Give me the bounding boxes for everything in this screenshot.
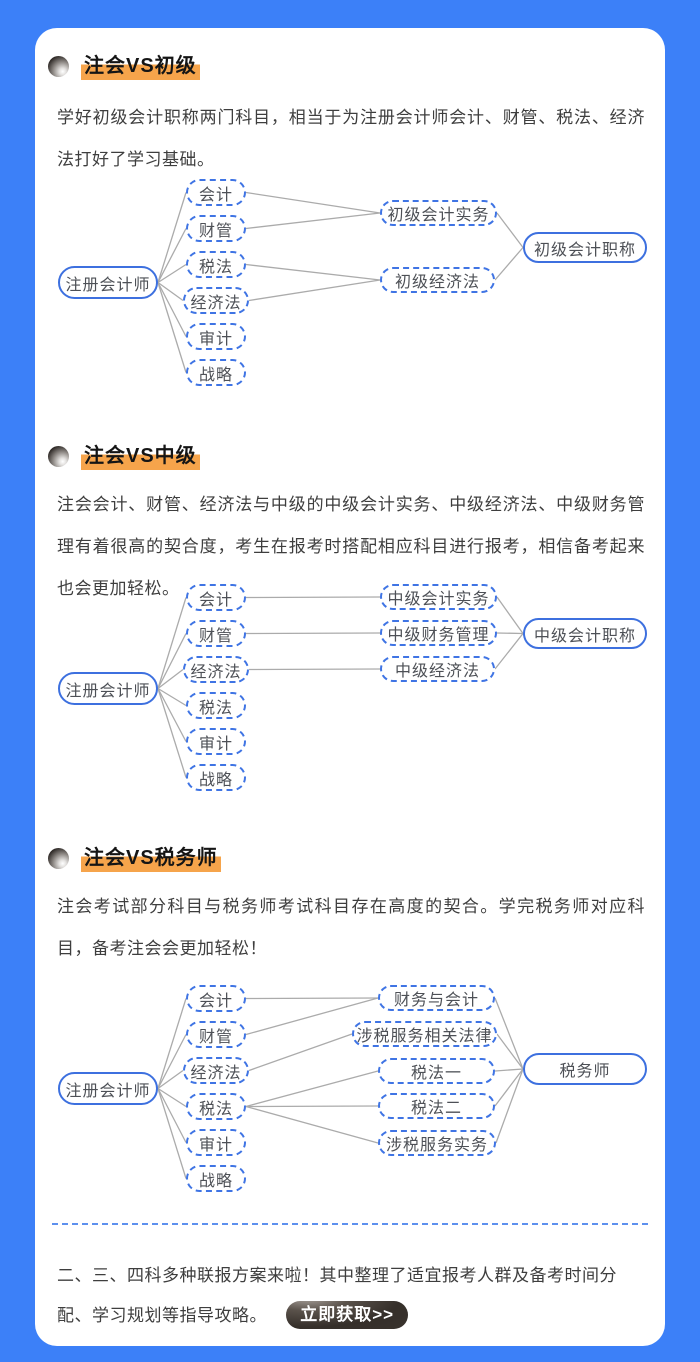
footer-text-block: 二、三、四科多种联报方案来啦！其中整理了适宜报考人群及备考时间分配、学习规划等指… <box>57 1256 645 1336</box>
footer-text: 二、三、四科多种联报方案来啦！其中整理了适宜报考人群及备考时间分配、学习规划等指… <box>57 1266 617 1325</box>
diagram-node-zjsw: 中级会计实务 <box>380 584 497 610</box>
diagram-cpa-vs-shuiwushi: 注册会计师 会计财管经济法税法审计战略 财务与会计涉税服务相关法律税法一税法二涉税服… <box>35 965 665 1205</box>
diagram-node-sf: 税法 <box>186 1093 246 1120</box>
diagram-node-sws: 税务师 <box>523 1053 647 1085</box>
diagram-node-cg: 财管 <box>186 1021 246 1048</box>
diagram-node-jjf: 经济法 <box>183 287 249 314</box>
diagram-node-zjzc: 中级会计职称 <box>523 618 647 649</box>
section-paragraph: 注会考试部分科目与税务师考试科目存在高度的契合。学完税务师对应科目，备考注会会更… <box>57 897 645 958</box>
diagram-node-sf1: 税法一 <box>378 1058 495 1084</box>
diagram-node-ssfl: 涉税服务相关法律 <box>352 1021 497 1047</box>
diagram-node-zl: 战略 <box>186 1165 246 1192</box>
section-title: 注会VS税务师 <box>81 845 221 872</box>
diagram-node-sj: 审计 <box>186 728 246 755</box>
diagram-node-cg: 财管 <box>186 215 246 242</box>
diagram-node-kj: 会计 <box>186 179 246 206</box>
diagram-node-sf: 税法 <box>186 692 246 719</box>
sphere-bullet-icon <box>48 848 69 869</box>
dashed-divider <box>52 1223 648 1225</box>
section-title: 注会VS初级 <box>81 53 200 80</box>
section-paragraph: 注会会计、财管、经济法与中级的中级会计实务、中级经济法、中级财务管理有着很高的契… <box>57 495 645 598</box>
diagram-node-ssfwsw: 涉税服务实务 <box>378 1130 496 1156</box>
diagram-cpa-vs-zhongji: 注册会计师 会计财管经济法税法审计战略 中级会计实务中级财务管理中级经济法 中级会计职… <box>35 570 665 810</box>
diagram-node-sj: 审计 <box>186 1129 246 1156</box>
content-card: 注会VS初级 学好初级会计职称两门科目，相当于为注册会计师会计、财管、税法、经济… <box>35 28 665 1346</box>
diagram-node-cjzc: 初级会计职称 <box>523 232 647 263</box>
get-now-button[interactable]: 立即获取>> <box>286 1300 409 1329</box>
diagram-node-sf: 税法 <box>186 251 246 278</box>
section-header-zhongji: 注会VS中级 <box>48 443 200 470</box>
diagram-node-zl: 战略 <box>186 764 246 791</box>
diagram-node-cg: 财管 <box>186 620 246 647</box>
section-header-chuji: 注会VS初级 <box>48 53 200 80</box>
diagram-node-cjjjf: 初级经济法 <box>380 267 495 293</box>
diagram-node-jjf: 经济法 <box>183 656 249 683</box>
section-header-shuiwushi: 注会VS税务师 <box>48 845 221 872</box>
diagram-node-sf2: 税法二 <box>378 1093 495 1119</box>
sphere-bullet-icon <box>48 446 69 467</box>
diagram-node-cjsw: 初级会计实务 <box>380 200 497 226</box>
diagram-node-kj: 会计 <box>186 584 246 611</box>
diagram-node-cpa: 注册会计师 <box>58 672 158 705</box>
diagram-cpa-vs-chuji: 注册会计师 会计财管税法经济法审计战略 初级会计实务初级经济法 初级会计职称 <box>35 160 665 400</box>
diagram-node-zl: 战略 <box>186 359 246 386</box>
diagram-node-cpa: 注册会计师 <box>58 1072 158 1105</box>
diagram-node-jjf: 经济法 <box>183 1057 249 1084</box>
section-paragraph: 学好初级会计职称两门科目，相当于为注册会计师会计、财管、税法、经济法打好了学习基… <box>57 108 645 169</box>
diagram-node-cpa: 注册会计师 <box>58 266 158 299</box>
diagram-node-zjjjf: 中级经济法 <box>380 656 495 682</box>
sphere-bullet-icon <box>48 56 69 77</box>
diagram-node-cwykj: 财务与会计 <box>378 985 495 1011</box>
diagram-node-kj: 会计 <box>186 985 246 1012</box>
section-title: 注会VS中级 <box>81 443 200 470</box>
diagram-node-sj: 审计 <box>186 323 246 350</box>
diagram-node-zjcwgl: 中级财务管理 <box>380 620 497 646</box>
